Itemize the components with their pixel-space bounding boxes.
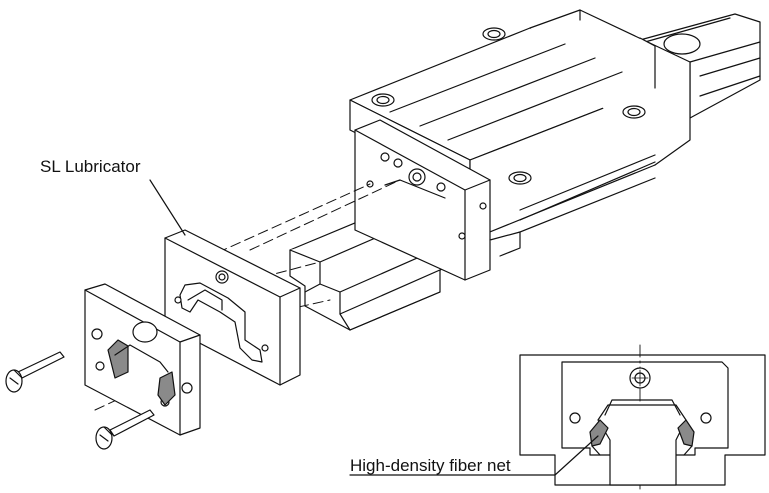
lubricator-bolt-hole xyxy=(174,296,182,304)
end-plate-hole xyxy=(181,382,193,394)
lubricator-bolt-hole xyxy=(261,344,269,352)
end-cap-hole xyxy=(380,152,390,162)
bolt-upper xyxy=(5,351,65,393)
detail-hole xyxy=(700,412,712,424)
sl-lubricator-label: SL Lubricator xyxy=(40,157,141,176)
end-cap-hole xyxy=(393,158,403,168)
detail-fiber-net-right xyxy=(677,419,695,447)
end-cap-hole xyxy=(479,202,487,210)
end-plate-counterbore xyxy=(132,321,158,343)
sl-lubricator-plate xyxy=(164,229,301,386)
fiber-net-leader-line xyxy=(554,435,599,476)
end-plate xyxy=(84,283,201,436)
rail-bolt-hole xyxy=(663,33,701,55)
detail-rail xyxy=(597,404,687,486)
bolt-lower xyxy=(95,409,155,450)
end-plate-hole xyxy=(91,328,103,340)
detail-view xyxy=(519,344,766,491)
end-cap-hole xyxy=(436,182,446,192)
end-plate-hole xyxy=(95,361,105,371)
end-cap-hole xyxy=(458,232,466,240)
detail-hole xyxy=(569,412,581,424)
fiber-net-label: High-density fiber net xyxy=(350,456,511,475)
carriage-block xyxy=(349,9,691,281)
lubricator-leader-line xyxy=(149,179,186,236)
